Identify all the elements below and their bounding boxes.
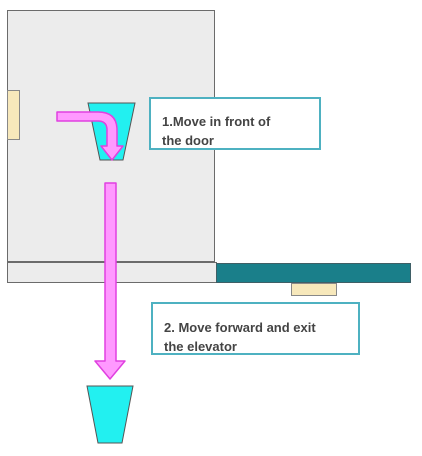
corridor-wall: [216, 263, 411, 283]
elevator-side-door: [7, 90, 20, 140]
step-1-line-2: the door: [162, 133, 214, 148]
turn-arrow-icon: [56, 111, 124, 161]
elevator-exit-door: [291, 283, 337, 296]
step-2-line-2: the elevator: [164, 339, 237, 354]
person-icon-end: [86, 385, 134, 444]
step-2-callout: 2. Move forward and exit the elevator: [151, 302, 360, 355]
forward-arrow-icon: [94, 182, 126, 380]
step-2-line-1: 2. Move forward and exit: [164, 320, 316, 335]
step-1-line-1: 1.Move in front of: [162, 114, 271, 129]
step-1-callout: 1.Move in front of the door: [149, 97, 321, 150]
